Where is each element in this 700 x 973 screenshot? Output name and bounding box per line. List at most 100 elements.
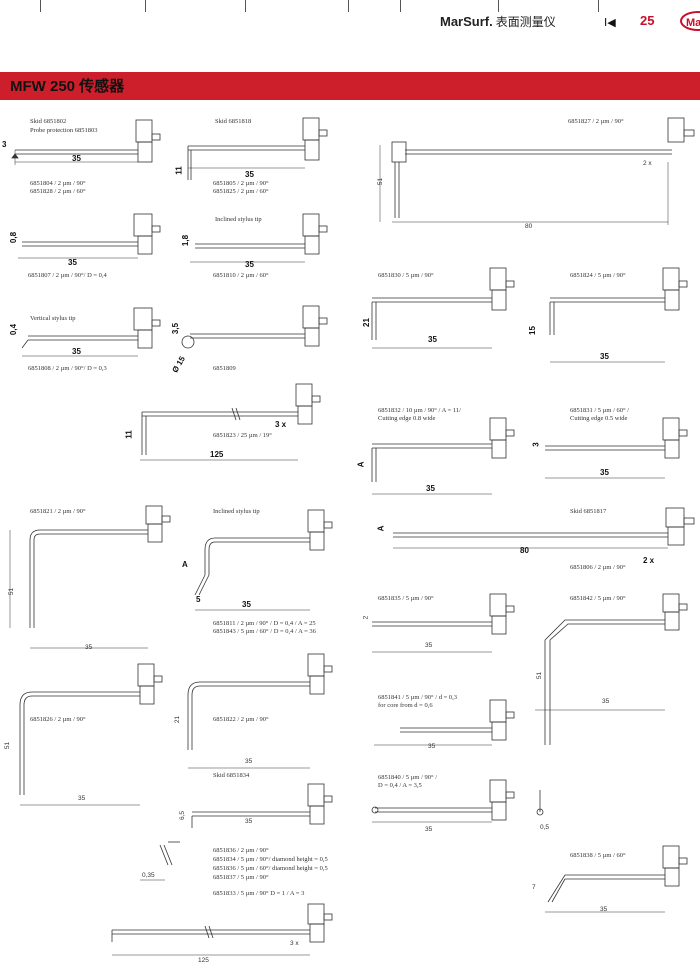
probe-22-s-dim: 0,5 <box>540 824 550 831</box>
probe-14-code-2: 6851843 / 5 µm / 60° / D = 0,4 / A = 36 <box>213 628 316 635</box>
probe-6-code-1: 6851830 / 5 µm / 90° <box>378 272 434 279</box>
probe-4-code-1: 6851807 / 2 µm / 90°/ D = 0,4 <box>28 272 107 279</box>
probe-12-code-1: 6851831 / 5 µm / 60° / <box>570 407 630 414</box>
probe-3-multiplier: 2 x <box>643 160 652 167</box>
probe-12-height-dim: 3 <box>531 442 541 447</box>
probe-drawing-1 <box>11 119 161 165</box>
probe-drawing-15 <box>393 507 695 549</box>
probe-5-height-dim: 1,8 <box>181 234 191 247</box>
probe-drawing-2 <box>187 117 328 180</box>
probe-17-length-dim: 35 <box>602 698 610 705</box>
probe-22-code-1: 6851840 / 5 µm / 90° / <box>378 774 438 781</box>
probe-17-code-1: 6851842 / 5 µm / 90° <box>570 595 626 602</box>
probe-3-height-dim: 51 <box>377 177 385 186</box>
probe-drawing-22 <box>371 779 544 823</box>
probe-1-height-dim: 3 <box>2 140 7 149</box>
probe-10-length-dim: 125 <box>210 450 224 459</box>
probe-23-code-2: 6851834 / 5 µm / 90°/ diamond height = 0… <box>213 856 328 863</box>
probe-drawing-23 <box>140 841 180 881</box>
header-tick <box>348 0 349 12</box>
probe-13-length-dim: 35 <box>85 644 93 651</box>
probe-1-code-1: 6851804 / 2 µm / 90° <box>30 180 86 187</box>
probe-10-multiplier: 3 x <box>275 420 287 429</box>
probe-drawing-19 <box>187 653 333 769</box>
probe-drawing-18 <box>19 663 163 806</box>
probe-11-code-1: 6851832 / 10 µm / 90° / A = 11/ <box>378 407 461 414</box>
probe-16-code-1: 6851835 / 5 µm / 90° <box>378 595 434 602</box>
probe-20-code-1: 6851841 / 5 µm / 90° / d = 0,3 <box>378 694 457 701</box>
page-header: MarSurf.表面测量仪 I◀ 25 Ma <box>0 0 700 50</box>
probe-14-code-1: 6851811 / 2 µm / 90° / D = 0,4 / A = 25 <box>213 620 316 627</box>
section-title: MFW 250 传感器 <box>10 78 125 95</box>
probe-11-code-2: Cutting edge 0.8 wide <box>378 415 436 422</box>
header-tick <box>498 0 499 12</box>
probe-7-height-dim: 15 <box>527 326 537 335</box>
probe-8-tip-label: Vertical stylus tip <box>30 315 76 322</box>
probe-7-code-1: 6851824 / 5 µm / 90° <box>570 272 626 279</box>
probe-19-height-dim: 21 <box>174 715 182 724</box>
probe-15-skid-label: Skid 6851817 <box>570 508 607 515</box>
probe-19-code-1: 6851822 / 2 µm / 90° <box>213 716 269 723</box>
section-bar: MFW 250 传感器 <box>0 72 700 100</box>
probe-23-code-4: 6851837 / 5 µm / 90° <box>213 874 269 881</box>
probe-9-a-dim: 3,5 <box>171 322 181 335</box>
probe-drawing-11 <box>371 417 515 495</box>
probe-drawing-25 <box>111 903 333 956</box>
probe-8-length-dim: 35 <box>72 347 81 356</box>
probe-drawing-14 <box>194 509 333 611</box>
probe-5-tip-label: Inclined stylus tip <box>215 216 262 223</box>
probe-drawing-6 <box>371 267 515 349</box>
brand-title: MarSurf.表面测量仪 <box>440 14 556 29</box>
probe-20-code-2: for core from d = 0,6 <box>378 702 433 709</box>
probe-22-code-2: D = 0,4 / A = 3,5 <box>378 782 422 789</box>
probe-2-code-1: 6851805 / 2 µm / 90° <box>213 180 269 187</box>
probe-14-length-dim: 35 <box>242 600 251 609</box>
probe-16-length-dim: 35 <box>425 642 433 649</box>
probe-16-height-dim: 2 <box>362 615 370 620</box>
mahr-logo: Ma <box>680 11 700 31</box>
probe-8-code-1: 6851808 / 2 µm / 90°/ D = 0,3 <box>28 365 107 372</box>
page-number: 25 <box>640 13 655 28</box>
probe-drawing-12 <box>545 417 688 479</box>
probe-drawing-21 <box>191 783 333 828</box>
probe-drawing-20 <box>374 699 515 746</box>
probe-11-length-dim: 35 <box>426 484 435 493</box>
previous-page-icon[interactable]: I◀ <box>604 16 616 29</box>
probe-13-code-1: 6851821 / 2 µm / 90° <box>30 508 86 515</box>
probe-10-height-dim: 11 <box>124 430 134 439</box>
probe-22-length-dim: 35 <box>425 826 433 833</box>
probe-17-height-dim: 51 <box>536 671 544 680</box>
probe-drawing-8 <box>21 307 161 357</box>
probe-2-skid-label: Skid 6851818 <box>215 118 252 125</box>
probe-3-length-dim: 80 <box>525 223 533 230</box>
probe-15-multiplier: 2 x <box>643 556 655 565</box>
probe-15-length-dim: 80 <box>520 546 529 555</box>
probe-2-length-dim: 35 <box>245 170 254 179</box>
probe-14-tip-label: Inclined stylus tip <box>213 508 260 515</box>
probe-2-code-2: 6851825 / 2 µm / 60° <box>213 188 269 195</box>
probe-21-skid-label: Skid 6851834 <box>213 772 250 779</box>
probe-15-code-1: 6851806 / 2 µm / 90° <box>570 564 626 571</box>
probe-12-code-2: Cutting edge 0.5 wide <box>570 415 628 422</box>
probe-drawing-4 <box>18 213 161 259</box>
probe-18-code-1: 6851826 / 2 µm / 90° <box>30 716 86 723</box>
probe-11-a-dim: A <box>356 461 366 468</box>
probe-7-length-dim: 35 <box>600 352 609 361</box>
header-tick <box>598 0 599 12</box>
probe-1-length-dim: 35 <box>72 154 81 163</box>
probe-24-height-dim: 7 <box>532 884 536 891</box>
probe-24-code-1: 6851838 / 5 µm / 60° <box>570 852 626 859</box>
probe-1-skid-label: Skid 6851802 <box>30 118 67 125</box>
header-tick <box>40 0 41 12</box>
probe-drawing-9 <box>181 305 328 349</box>
probe-drawing-24 <box>545 845 688 913</box>
probe-4-length-dim: 35 <box>68 258 77 267</box>
probe-1-protection-label: Probe protection 6851803 <box>30 127 98 134</box>
header-tick <box>400 0 401 12</box>
probe-21-height-dim: 6,5 <box>179 810 187 821</box>
probe-14-a-dim: A <box>182 560 188 569</box>
header-tick <box>145 0 146 12</box>
probe-5-code-1: 6851810 / 2 µm / 60° <box>213 272 269 279</box>
probe-23-code-3: 6851836 / 5 µm / 60°/ diamond height = 0… <box>213 865 328 872</box>
